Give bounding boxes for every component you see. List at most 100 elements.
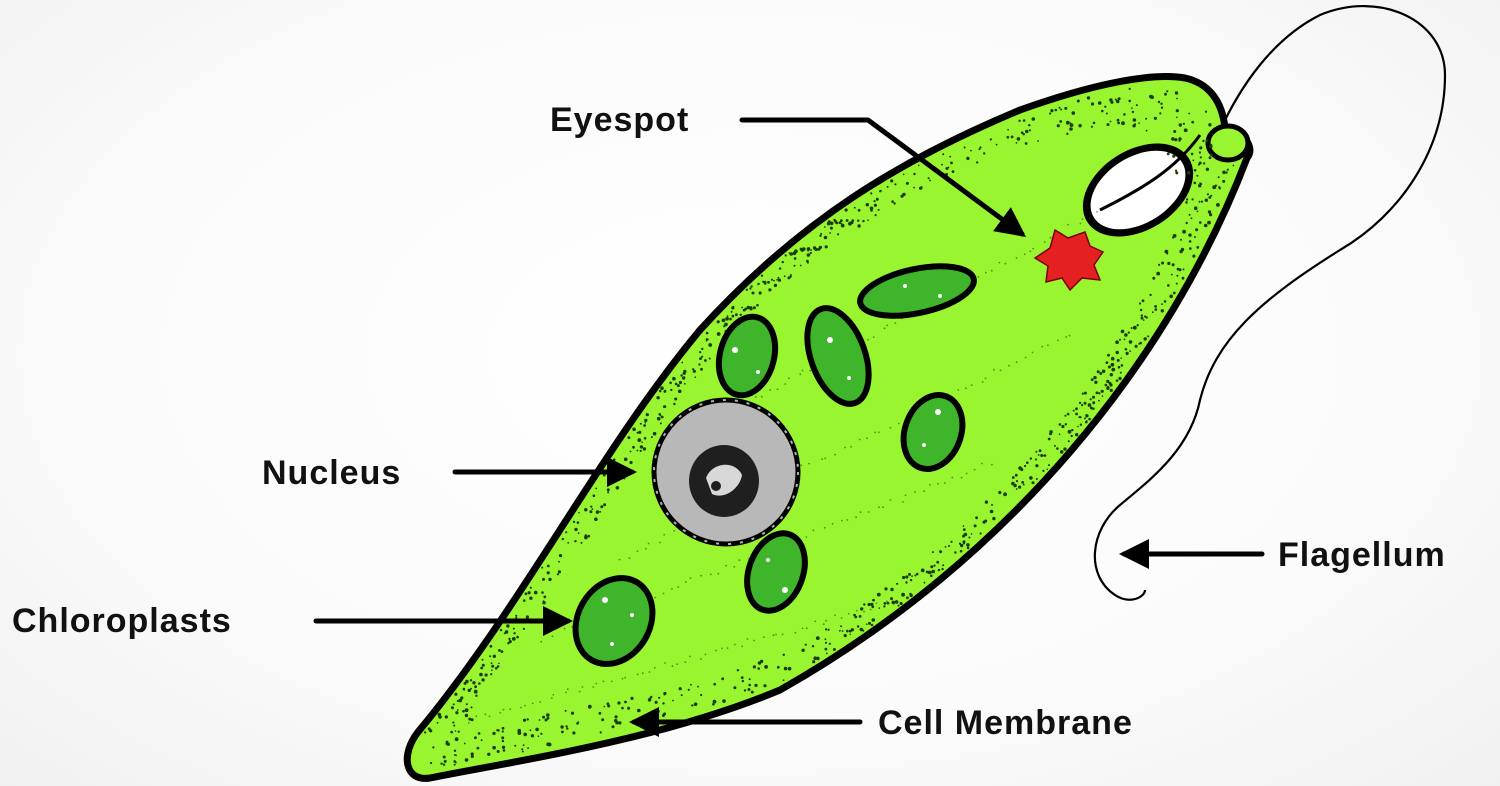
stipple-dot bbox=[1068, 440, 1070, 442]
stipple-dot bbox=[697, 686, 699, 688]
stipple-dot bbox=[1092, 396, 1095, 399]
stipple-dot bbox=[722, 318, 726, 322]
stipple-dot bbox=[475, 715, 477, 717]
stipple-dot bbox=[672, 665, 674, 667]
stipple-dot bbox=[746, 289, 748, 291]
stipple-dot bbox=[827, 629, 829, 631]
stipple-dot bbox=[970, 150, 972, 152]
label-eyespot: Eyespot bbox=[550, 101, 689, 139]
stipple-dot bbox=[930, 575, 933, 578]
stipple-dot bbox=[454, 764, 456, 766]
stipple-dot bbox=[640, 450, 642, 452]
stipple-dot bbox=[1110, 389, 1113, 392]
stipple-dot bbox=[991, 504, 993, 506]
stipple-dot bbox=[1047, 344, 1049, 346]
stipple-dot bbox=[721, 648, 723, 650]
stipple-dot bbox=[1049, 112, 1051, 114]
stipple-dot bbox=[790, 275, 792, 277]
stipple-dot bbox=[1141, 317, 1144, 320]
stipple-dot bbox=[748, 688, 751, 691]
stipple-dot bbox=[824, 527, 826, 529]
stipple-dot bbox=[966, 157, 969, 160]
stipple-dot bbox=[777, 277, 779, 279]
stipple-dot bbox=[755, 396, 757, 398]
stipple-dot bbox=[523, 628, 525, 630]
stipple-dot bbox=[590, 506, 592, 508]
stipple-dot bbox=[1209, 156, 1212, 159]
stipple-dot bbox=[933, 565, 935, 567]
stipple-dot bbox=[661, 416, 664, 419]
stipple-dot bbox=[1043, 455, 1045, 457]
stipple-dot bbox=[552, 635, 554, 637]
stipple-dot bbox=[541, 591, 544, 594]
stipple-dot bbox=[1066, 133, 1068, 135]
stipple-dot bbox=[975, 516, 978, 519]
stipple-dot bbox=[1199, 162, 1202, 165]
stipple-dot bbox=[862, 630, 864, 632]
stipple-dot bbox=[1146, 130, 1148, 132]
stipple-dot bbox=[578, 512, 580, 514]
stipple-dot bbox=[1161, 262, 1164, 265]
stipple-dot bbox=[1110, 373, 1113, 376]
stipple-dot bbox=[1050, 109, 1053, 112]
stipple-dot bbox=[565, 710, 567, 712]
stipple-dot bbox=[629, 461, 632, 464]
stipple-dot bbox=[1118, 366, 1121, 369]
stipple-dot bbox=[574, 540, 576, 542]
stipple-dot bbox=[737, 669, 739, 671]
stipple-dot bbox=[1212, 185, 1216, 189]
stipple-dot bbox=[1187, 171, 1191, 175]
stipple-dot bbox=[723, 325, 725, 327]
stipple-dot bbox=[982, 381, 984, 383]
stipple-dot bbox=[807, 262, 809, 264]
stipple-dot bbox=[1040, 454, 1043, 457]
stipple-dot bbox=[886, 601, 888, 603]
stipple-dot bbox=[1068, 430, 1072, 434]
stipple-dot bbox=[812, 645, 814, 647]
stipple-dot bbox=[957, 389, 959, 391]
stipple-dot bbox=[663, 593, 665, 595]
stipple-dot bbox=[1055, 109, 1058, 112]
stipple-dot bbox=[530, 587, 532, 589]
stipple-dot bbox=[613, 465, 616, 468]
stipple-dot bbox=[874, 200, 876, 202]
stipple-dot bbox=[1018, 120, 1020, 122]
stipple-dot bbox=[637, 438, 641, 442]
stipple-dot bbox=[565, 725, 567, 727]
stipple-dot bbox=[637, 550, 639, 552]
stipple-dot bbox=[1078, 124, 1081, 127]
stipple-dot bbox=[446, 741, 449, 744]
stipple-dot bbox=[729, 318, 732, 321]
stipple-dot bbox=[632, 428, 636, 432]
stipple-dot bbox=[1023, 119, 1026, 122]
stipple-dot bbox=[646, 413, 649, 416]
stipple-dot bbox=[1176, 275, 1178, 277]
stipple-dot bbox=[802, 370, 804, 372]
stipple-dot bbox=[596, 510, 600, 514]
stipple-dot bbox=[1188, 113, 1190, 115]
stipple-dot bbox=[879, 607, 881, 609]
stipple-dot bbox=[807, 253, 811, 257]
stipple-dot bbox=[1155, 308, 1158, 311]
stipple-dot bbox=[1194, 236, 1196, 238]
stipple-dot bbox=[1037, 140, 1039, 142]
stipple-dot bbox=[1129, 350, 1131, 352]
stipple-dot bbox=[812, 660, 815, 663]
stipple-dot bbox=[690, 684, 692, 686]
stipple-dot bbox=[677, 586, 679, 588]
stipple-dot bbox=[918, 165, 920, 167]
stipple-dot bbox=[489, 655, 491, 657]
stipple-dot bbox=[663, 692, 666, 695]
stipple-dot bbox=[645, 716, 648, 719]
stipple-dot bbox=[883, 605, 885, 607]
stipple-dot bbox=[966, 473, 968, 475]
stipple-dot bbox=[824, 226, 826, 228]
stipple-dot bbox=[577, 521, 580, 524]
stipple-dot bbox=[872, 618, 876, 622]
stipple-dot bbox=[637, 450, 639, 452]
stipple-dot bbox=[644, 437, 647, 440]
stipple-dot bbox=[990, 510, 994, 514]
stipple-dot bbox=[884, 327, 886, 329]
stipple-dot bbox=[1202, 140, 1204, 142]
stipple-dot bbox=[773, 634, 775, 636]
